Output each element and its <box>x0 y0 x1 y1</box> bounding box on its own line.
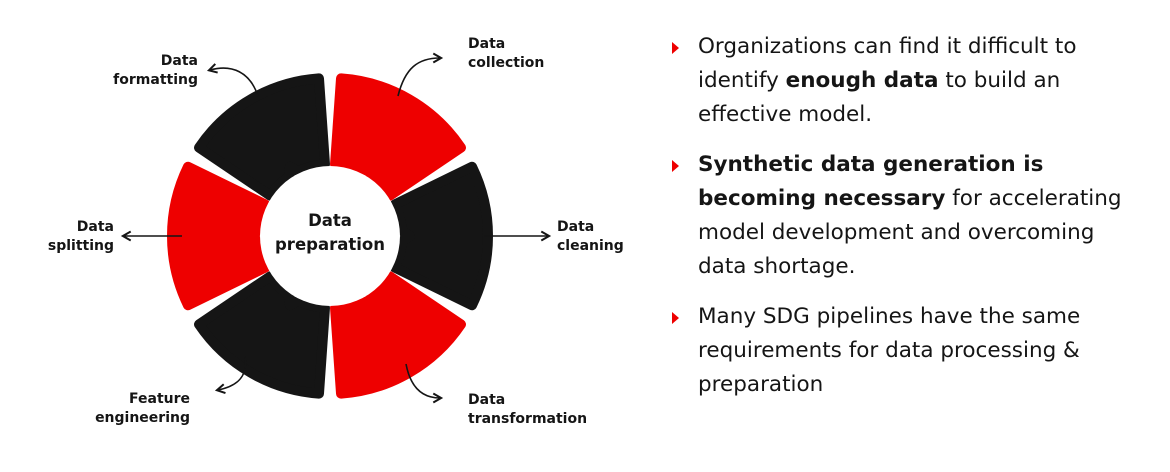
bullet-text-bold: enough data <box>785 68 939 93</box>
segment-label-line: Feature <box>129 391 190 407</box>
bullet-text: Organizations can find it difficult to i… <box>698 34 1077 93</box>
triangle-bullet-icon <box>672 42 679 54</box>
cycle-segment <box>330 271 466 399</box>
segment-label-line: engineering <box>95 410 190 426</box>
segment-label-line: formatting <box>113 72 198 88</box>
bullet-text: Many SDG pipelines have the same require… <box>698 304 1081 397</box>
center-label-line: Data <box>308 211 352 230</box>
segment-label-line: transformation <box>468 411 587 427</box>
center-disc <box>260 166 400 306</box>
bullet-text-bold: Synthetic data generation is becoming ne… <box>698 152 1044 211</box>
bullet-text: for accelerating model development and o… <box>698 186 1122 279</box>
cycle-arrow <box>214 356 247 395</box>
bullet-list: Organizations can find it difficult to i… <box>672 30 1142 418</box>
segment-label-line: Data <box>161 53 198 69</box>
segment-label-line: collection <box>468 55 544 71</box>
cycle-arrow <box>206 63 259 97</box>
segment-label-line: Data <box>468 36 505 52</box>
center-label-line: preparation <box>275 235 385 254</box>
segment-label-line: splitting <box>48 238 114 254</box>
bullet-item: Many SDG pipelines have the same require… <box>672 300 1142 402</box>
segment-label-line: cleaning <box>557 238 624 254</box>
triangle-bullet-icon <box>672 160 679 172</box>
cycle-segment <box>194 271 330 399</box>
triangle-bullet-icon <box>672 312 679 324</box>
cycle-segment <box>167 161 271 311</box>
cycle-arrow <box>405 363 444 404</box>
bullet-item: Synthetic data generation is becoming ne… <box>672 148 1142 284</box>
data-preparation-cycle-diagram: DatacollectionDatacleaningDatatransforma… <box>48 36 624 427</box>
bullet-item: Organizations can find it difficult to i… <box>672 30 1142 132</box>
cycle-segment <box>330 73 466 201</box>
segment-label-line: Data <box>557 219 594 235</box>
cycle-arrow <box>397 52 444 97</box>
cycle-segment <box>194 73 330 201</box>
bullet-text: to build an effective model. <box>698 68 1061 127</box>
segment-label-line: Data <box>77 219 114 235</box>
cycle-segment <box>389 161 493 311</box>
segment-label-line: Data <box>468 392 505 408</box>
